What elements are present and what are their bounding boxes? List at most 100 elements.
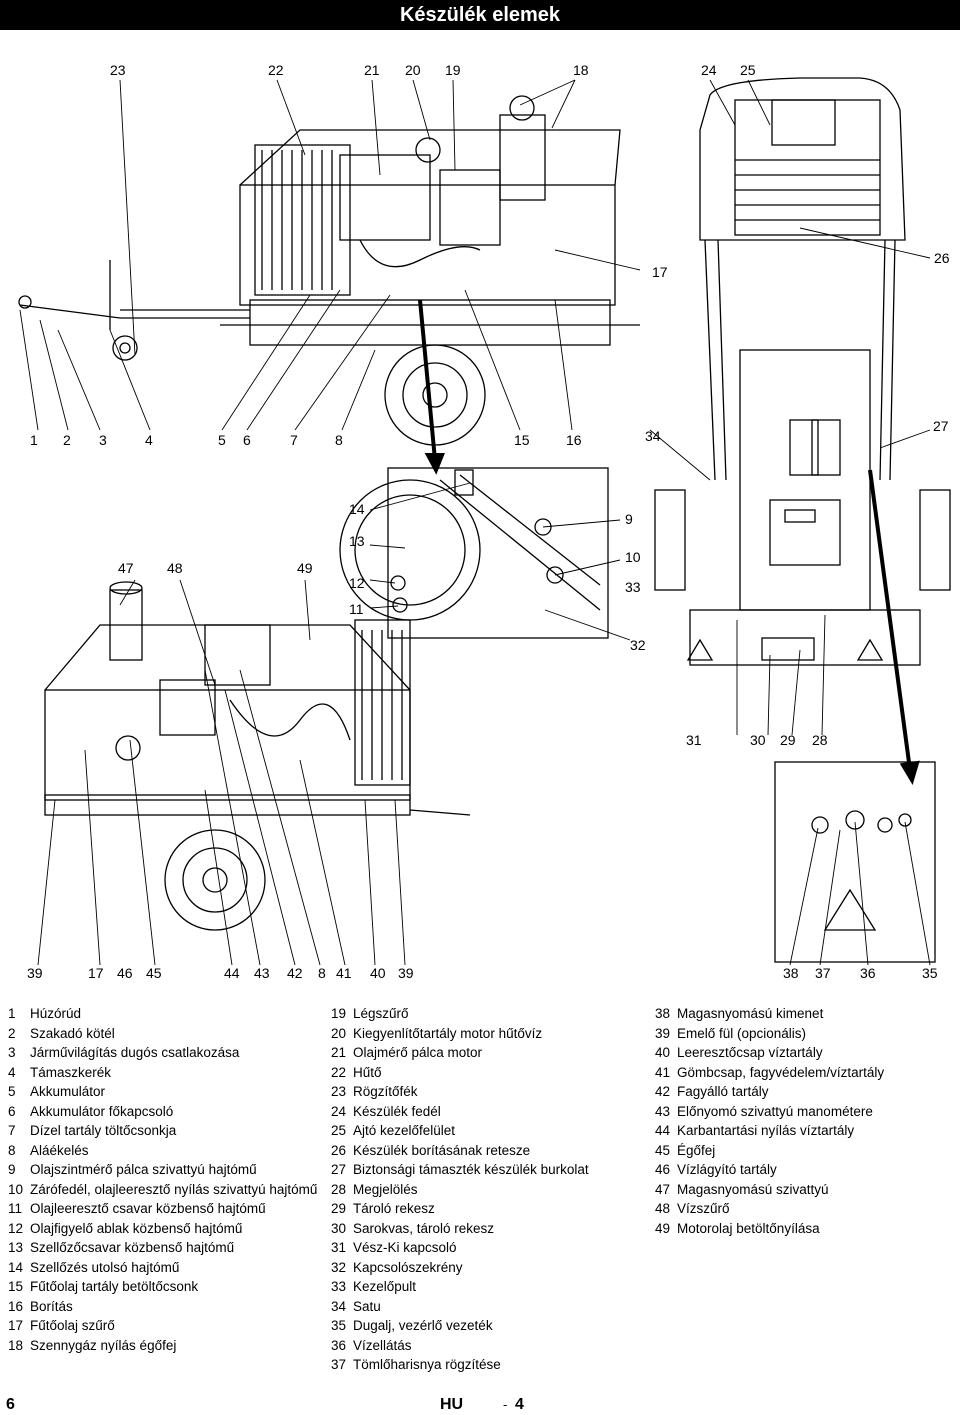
callout-28: 28 <box>812 732 828 748</box>
callout-29: 29 <box>780 732 796 748</box>
callout-2: 2 <box>63 432 71 448</box>
page-title: Készülék elemek <box>0 0 960 30</box>
callout-6: 6 <box>243 432 251 448</box>
page-number: 6 <box>6 1396 15 1413</box>
device-drawing <box>18 77 951 966</box>
callout-10: 10 <box>625 549 641 565</box>
callout-1: 1 <box>30 432 38 448</box>
callout-40: 40 <box>370 965 386 981</box>
callout-13: 13 <box>349 533 365 549</box>
callout-9: 9 <box>625 511 633 527</box>
callout-3: 3 <box>99 432 107 448</box>
callout-41: 41 <box>336 965 352 981</box>
callout-24: 24 <box>701 62 717 78</box>
callout-33: 33 <box>625 579 641 595</box>
callout-25: 25 <box>740 62 756 78</box>
callout-37: 37 <box>815 965 831 981</box>
callout-16: 16 <box>566 432 582 448</box>
language-code: HU <box>440 1396 464 1413</box>
callout-36: 36 <box>860 965 876 981</box>
callout-27: 27 <box>933 418 949 434</box>
callout-42: 42 <box>287 965 303 981</box>
device-illustration: 23 22 21 20 19 18 24 25 17 26 1 2 3 4 5 … <box>0 30 960 995</box>
callout-15: 15 <box>514 432 530 448</box>
callout-17-bottom: 17 <box>88 965 104 981</box>
page-separator: - <box>503 1397 508 1412</box>
callout-18: 18 <box>573 62 589 78</box>
callout-4: 4 <box>145 432 153 448</box>
callout-8-bottom: 8 <box>318 965 326 981</box>
callout-8: 8 <box>335 432 343 448</box>
callout-30: 30 <box>750 732 766 748</box>
callout-47: 47 <box>118 560 134 576</box>
callout-26: 26 <box>934 250 950 266</box>
callout-14: 14 <box>349 501 365 517</box>
callout-21: 21 <box>364 62 380 78</box>
callout-23: 23 <box>110 62 126 78</box>
section-page-number: 4 <box>515 1396 524 1413</box>
trailer-top-view <box>18 95 640 446</box>
callout-32: 32 <box>630 637 646 653</box>
callout-22: 22 <box>268 62 284 78</box>
trailer-side-view <box>44 581 471 931</box>
callout-49: 49 <box>297 560 313 576</box>
detail-view <box>339 467 609 639</box>
callout-34: 34 <box>645 428 661 444</box>
callout-20: 20 <box>405 62 421 78</box>
detail-arrows <box>418 299 920 785</box>
callout-11: 11 <box>349 601 364 617</box>
callout-48: 48 <box>167 560 183 576</box>
callout-45: 45 <box>146 965 162 981</box>
callout-7: 7 <box>290 432 298 448</box>
outlet-detail <box>774 761 936 963</box>
callout-39-left: 39 <box>27 965 43 981</box>
callout-17-top: 17 <box>652 264 668 280</box>
callout-43: 43 <box>254 965 270 981</box>
